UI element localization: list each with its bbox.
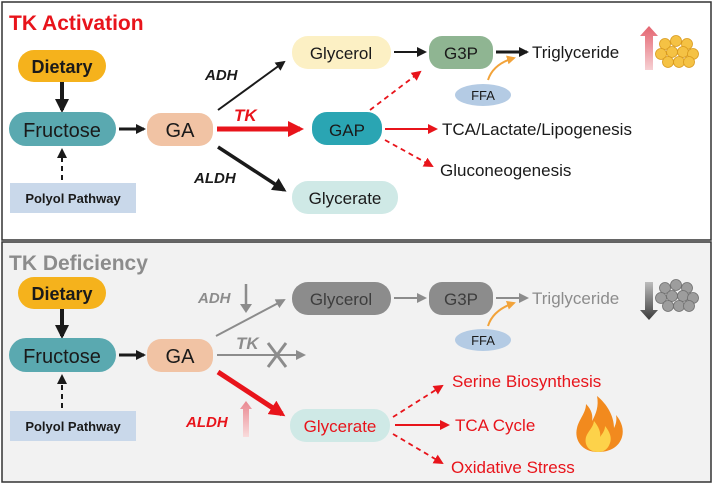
deficiency-triglyceride-label: Triglyceride bbox=[532, 289, 619, 308]
deficiency-aldh-label: ALDH bbox=[185, 414, 229, 431]
polyol-label: Polyol Pathway bbox=[25, 191, 121, 206]
deficiency-dietary-node bbox=[18, 277, 106, 309]
fructose-node bbox=[9, 112, 116, 146]
gray-fat-droplets-icon bbox=[655, 279, 699, 312]
deficiency-ga-to-glycerol-arrow bbox=[215, 299, 286, 337]
deficiency-fructose-node bbox=[9, 338, 116, 372]
gap-node bbox=[312, 112, 382, 145]
ga-label: GA bbox=[166, 120, 196, 142]
cross-icon bbox=[266, 342, 288, 368]
glycerate-to-serine-arrow bbox=[392, 384, 444, 418]
adh-down-arrow-icon bbox=[240, 284, 252, 313]
fat-droplets-icon bbox=[655, 35, 699, 68]
deficiency-g3p-node bbox=[429, 282, 493, 315]
gluconeogenesis-label: Gluconeogenesis bbox=[440, 161, 571, 180]
gap-to-g3p-arrow bbox=[369, 70, 422, 111]
up-arrow-icon bbox=[640, 26, 658, 70]
deficiency-polyol-node bbox=[10, 411, 136, 441]
ffa-node bbox=[455, 84, 511, 106]
ffa-to-triglyceride-arrow bbox=[487, 55, 516, 81]
adh-label: ADH bbox=[204, 67, 239, 84]
deficiency-glycerate-node bbox=[290, 409, 390, 442]
deficiency-ffa-to-triglyceride-arrow bbox=[487, 300, 516, 327]
deficiency-fructose-label: Fructose bbox=[23, 346, 101, 368]
dietary-node bbox=[18, 50, 106, 82]
deficiency-ffa-node bbox=[455, 329, 511, 351]
glycerol-label: Glycerol bbox=[310, 44, 372, 63]
activation-title: TK Activation bbox=[9, 12, 144, 35]
ga-node bbox=[147, 113, 213, 146]
deficiency-adh-label: ADH bbox=[197, 290, 232, 307]
aldh-up-arrow-icon bbox=[240, 401, 252, 437]
fire-icon bbox=[576, 396, 623, 452]
glycerate-node bbox=[292, 181, 398, 214]
deficiency-polyol-label: Polyol Pathway bbox=[25, 419, 121, 434]
glycerol-node bbox=[292, 36, 391, 69]
tk-label: TK bbox=[234, 106, 258, 125]
oxidative-label: Oxidative Stress bbox=[451, 458, 575, 477]
down-arrow-icon bbox=[640, 282, 658, 320]
gap-label: GAP bbox=[329, 121, 365, 140]
ffa-label: FFA bbox=[471, 88, 495, 103]
deficiency-dietary-label: Dietary bbox=[31, 284, 92, 304]
g3p-node bbox=[429, 36, 493, 69]
dietary-label: Dietary bbox=[31, 57, 92, 77]
ga-to-glycerol-arrow bbox=[217, 60, 286, 111]
deficiency-g3p-label: G3P bbox=[444, 290, 478, 309]
ga-to-glycerate-arrow bbox=[217, 145, 287, 192]
triglyceride-label: Triglyceride bbox=[532, 43, 619, 62]
glycerate-to-oxidative-arrow bbox=[392, 433, 444, 465]
deficiency-glycerol-label: Glycerol bbox=[310, 290, 372, 309]
deficiency-ffa-label: FFA bbox=[471, 333, 495, 348]
g3p-label: G3P bbox=[444, 44, 478, 63]
deficiency-glycerol-node bbox=[292, 282, 391, 315]
deficiency-ga-node bbox=[147, 339, 213, 372]
serine-label: Serine Biosynthesis bbox=[452, 372, 601, 391]
polyol-node bbox=[10, 183, 136, 213]
deficiency-glycerate-label: Glycerate bbox=[304, 417, 377, 436]
deficiency-ga-label: GA bbox=[166, 346, 196, 368]
deficiency-tk-label: TK bbox=[236, 334, 260, 353]
tca-cycle-label: TCA Cycle bbox=[455, 416, 535, 435]
aldh-label: ALDH bbox=[193, 170, 237, 187]
fructose-label: Fructose bbox=[23, 120, 101, 142]
glycerate-label: Glycerate bbox=[309, 189, 382, 208]
deficiency-ga-to-glycerate-arrow bbox=[216, 369, 286, 417]
deficiency-title: TK Deficiency bbox=[9, 252, 148, 275]
tca-label: TCA/Lactate/Lipogenesis bbox=[442, 120, 632, 139]
